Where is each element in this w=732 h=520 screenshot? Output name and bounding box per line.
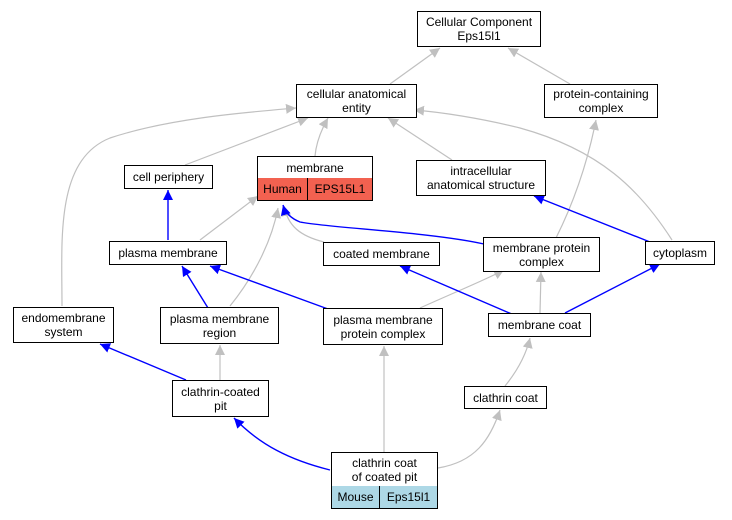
node-coated-membrane[interactable]: coated membrane (323, 242, 440, 266)
node-membrane-species-cell: Human (258, 178, 308, 200)
node-protein-containing-complex[interactable]: protein-containing complex (544, 84, 658, 118)
node-ccop-gene-cell: Eps15l1 (380, 486, 437, 508)
edge-clathrin-to-coat (504, 337, 533, 387)
node-membrane-protein-complex[interactable]: membrane protein complex (483, 237, 600, 272)
node-endomembrane-system[interactable]: endomembrane system (13, 307, 114, 343)
node-plasma-membrane[interactable]: plasma membrane (109, 241, 227, 265)
edge-cae-to-cc (389, 47, 441, 85)
edge-mpc-to-pcc (555, 119, 599, 239)
edge-pmpc-to-pm (209, 264, 329, 310)
edge-pmr-to-pm (181, 265, 209, 309)
edge-mpc-to-membrane (280, 204, 485, 245)
edge-endo-to-cae (61, 103, 297, 307)
node-membrane-gene-cell: EPS15L1 (308, 178, 372, 200)
edge-ccp-to-endo (99, 343, 187, 381)
node-plasma-membrane-region[interactable]: plasma membrane region (160, 307, 279, 344)
edge-cyto-to-intra (533, 195, 651, 243)
edge-ccop-to-clathrin (437, 409, 502, 469)
node-cell-periphery[interactable]: cell periphery (124, 165, 213, 189)
edge-coat-to-coated (399, 265, 515, 316)
node-cytoplasm[interactable]: cytoplasm (645, 241, 715, 265)
node-clathrin-coated-pit[interactable]: clathrin-coated pit (172, 380, 269, 417)
edge-pm-to-membrane (199, 195, 259, 241)
edge-membrane-to-cae (314, 117, 329, 157)
node-cellular-component-eps15l1[interactable]: Cellular Component Eps15l1 (417, 11, 541, 47)
edge-ccop-to-ccp (233, 417, 331, 471)
node-membrane-coat[interactable]: membrane coat (488, 313, 591, 337)
node-clathrin-coat[interactable]: clathrin coat (464, 386, 547, 409)
edge-pmpc-to-mpc (419, 269, 505, 309)
node-intracellular-anatomical-structure[interactable]: intracellular anatomical structure (416, 160, 546, 196)
edge-pcc-to-cc (507, 47, 571, 85)
node-plasma-membrane-protein-complex[interactable]: plasma membrane protein complex (323, 308, 443, 345)
edge-coat-to-mpc (535, 271, 546, 314)
edge-cellperiph-to-cae (184, 116, 309, 166)
node-membrane[interactable]: membrane Human EPS15L1 (257, 156, 373, 201)
node-cellular-anatomical-entity[interactable]: cellular anatomical entity (296, 84, 417, 118)
edge-coat-to-cyto (564, 263, 661, 314)
edge-intra-to-cae (387, 117, 453, 161)
edge-cyto-to-cae (413, 105, 673, 241)
node-ccop-species-cell: Mouse (332, 486, 380, 508)
node-clathrin-coat-of-coated-pit[interactable]: clathrin coat of coated pit Mouse Eps15l… (331, 452, 438, 509)
node-clathrin-coat-of-coated-pit-label: clathrin coat of coated pit (332, 453, 437, 487)
node-membrane-label: membrane (258, 157, 372, 179)
edge-pmr-to-membrane (229, 207, 282, 307)
